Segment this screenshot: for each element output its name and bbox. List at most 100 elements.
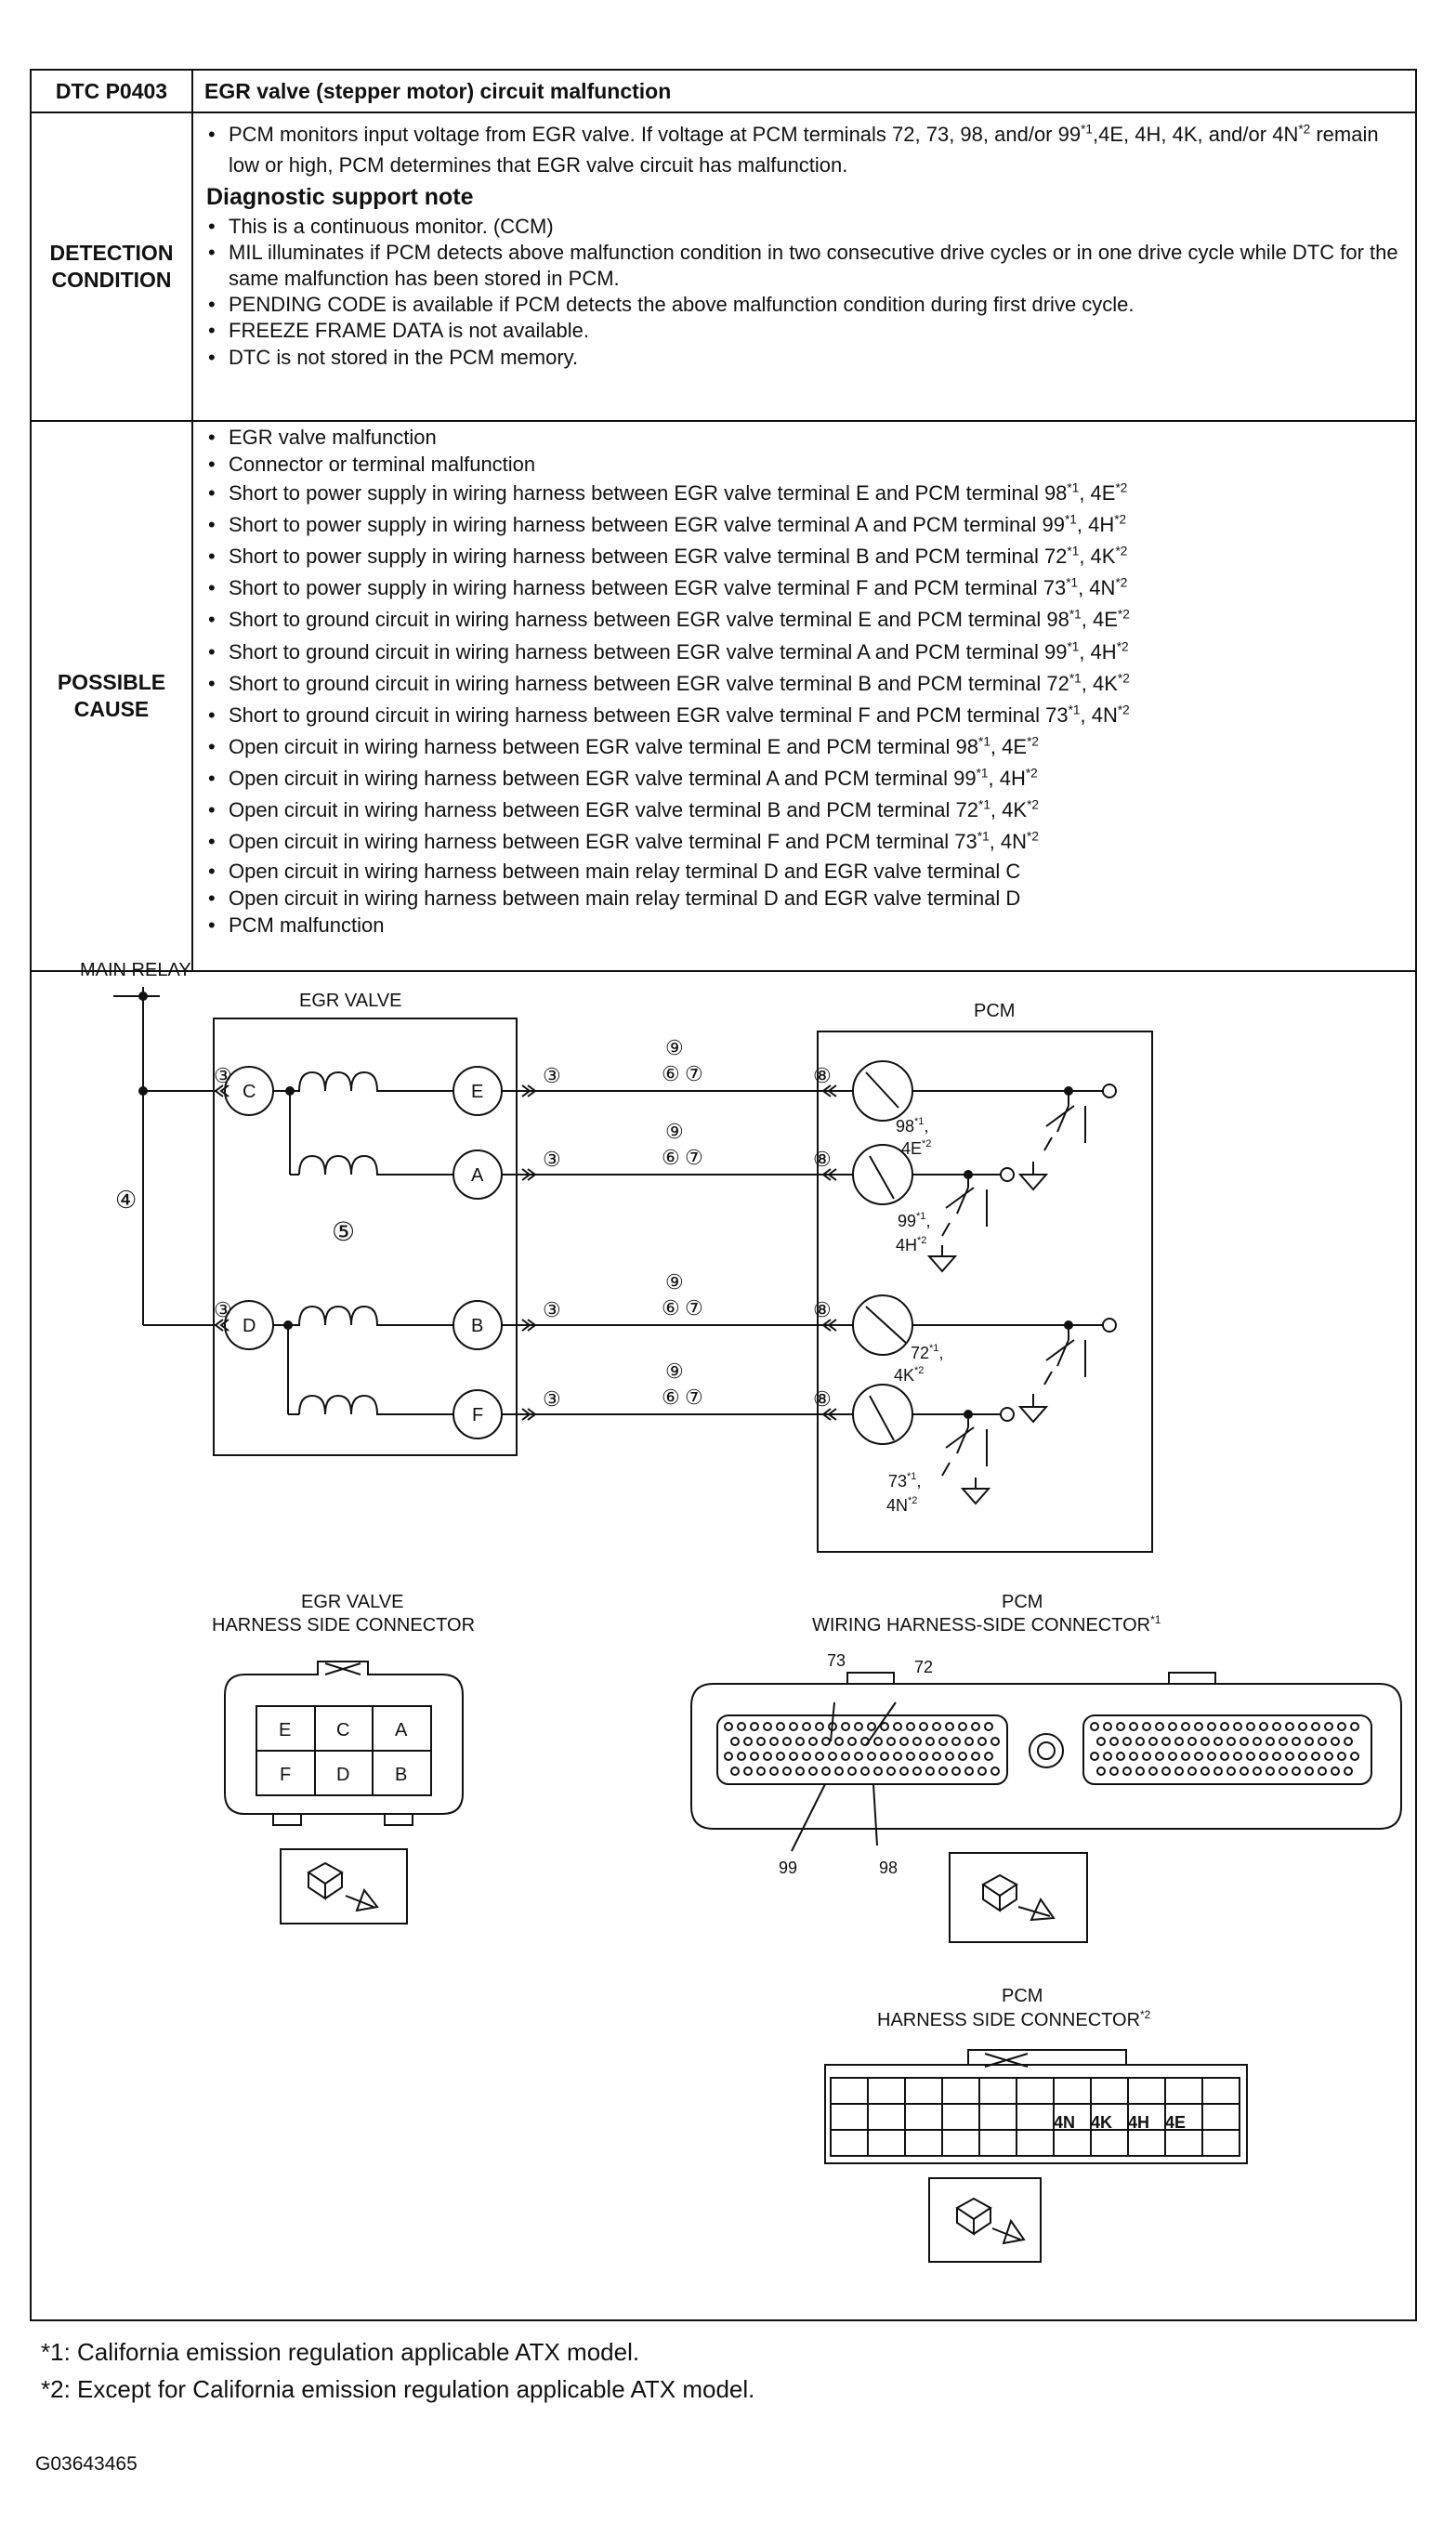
pcm2-cavity [1164, 2077, 1203, 2105]
pcm-pin-4h: 4H*2 [896, 1235, 926, 1254]
egr-pin-a: A [395, 1720, 408, 1740]
pin-cavity [1122, 1737, 1132, 1746]
conn-mark [214, 1084, 230, 1097]
pcm2-pin-4e: 4E [1165, 2113, 1186, 2132]
pin-cavity [724, 1752, 733, 1761]
pin-cavity [971, 1752, 980, 1761]
pcm2-cavity [904, 2129, 943, 2157]
pin-cavity [951, 1767, 961, 1776]
pin-cavity [1213, 1767, 1223, 1776]
pin-cavity [1116, 1752, 1125, 1761]
pcm2-cavity [978, 2129, 1017, 2157]
cause-text: , 4K [990, 798, 1028, 821]
transistor-72 [1017, 1325, 1086, 1424]
egr-view-icon-box [280, 1848, 408, 1924]
pin-cavity [737, 1722, 746, 1731]
pin-cavity [763, 1752, 772, 1761]
pin-cavity [1266, 1737, 1275, 1746]
pin-cavity [938, 1737, 948, 1746]
pin-cavity [906, 1752, 915, 1761]
pcm2-cavity [941, 2103, 980, 2131]
cause-sup: *1 [1067, 544, 1080, 558]
pin-cavity [854, 1752, 863, 1761]
pcm1-pin-98: 98 [879, 1859, 898, 1877]
pin-cavity [1155, 1722, 1164, 1731]
cause-sup: *2 [1117, 703, 1130, 717]
pcm-conn2-title2: HARNESS SIDE CONNECTOR*2 [877, 2008, 1151, 2030]
pin-cavity [1318, 1737, 1327, 1746]
pin-cavity [1272, 1752, 1281, 1761]
cause-label: POSSIBLE CAUSE [30, 420, 193, 972]
cause-text: Short to power supply in wiring harness … [229, 576, 1067, 600]
pin-cavity [821, 1767, 831, 1776]
pin-cavity [1240, 1767, 1249, 1776]
cause-sup: *1 [977, 829, 990, 844]
pcm-input-72-diag [865, 1306, 908, 1345]
pin-cavity [984, 1722, 993, 1731]
cause-text: , 4E [1081, 608, 1118, 632]
wire-callouts: ③ ③ ③ ③ ③ ③ ⑧ ⑧ ⑧ ⑧ ⑨ ⑨ ⑨ ⑨ ⑥ ⑦ ⑥ ⑦ ⑥ ⑦ … [214, 1036, 832, 1411]
cause-text: Short to ground circuit in wiring harnes… [229, 639, 1068, 663]
pin-cavity [808, 1767, 818, 1776]
pin-cavity [919, 1752, 928, 1761]
detection-intro-list: PCM monitors input voltage from EGR valv… [204, 119, 1404, 180]
coils [273, 1071, 453, 1415]
pcm2-cavity [1201, 2077, 1240, 2105]
pin-cavity [1181, 1722, 1190, 1731]
cause-sup: *2 [1027, 797, 1039, 812]
cause-sup: *1 [1067, 480, 1080, 495]
pcm1-key [1168, 1672, 1216, 1685]
support-note: DTC is not stored in the PCM memory. [208, 345, 1404, 371]
callout-3: ③ [543, 1387, 561, 1411]
pin-cavity [1305, 1737, 1314, 1746]
pin-cavity [1331, 1737, 1340, 1746]
cause-text: Short to ground circuit in wiring harnes… [229, 608, 1069, 632]
detection-content: PCM monitors input voltage from EGR valv… [191, 112, 1417, 422]
pin-cavity [737, 1752, 746, 1761]
pin-cavity [880, 1722, 889, 1731]
pin-cavity [1259, 1752, 1268, 1761]
pin-cavity [1213, 1737, 1223, 1746]
callout-7: ⑦ [685, 1296, 703, 1320]
pin-cavity [1259, 1722, 1268, 1731]
cause-item: Short to power supply in wiring harness … [208, 509, 1404, 541]
cause-sup: *1 [1066, 576, 1079, 591]
dtc-code: DTC P0403 [30, 69, 193, 113]
pin-cavity [932, 1752, 941, 1761]
cause-sup: *2 [1115, 576, 1128, 591]
pin-cavity [1207, 1722, 1216, 1731]
pin-cavity [730, 1737, 740, 1746]
cause-item: Short to ground circuit in wiring harnes… [208, 637, 1404, 668]
pin-cavity [847, 1767, 857, 1776]
pin-cavity [893, 1752, 902, 1761]
cause-item: Short to ground circuit in wiring harnes… [208, 604, 1404, 636]
pin-cavity [951, 1737, 961, 1746]
coil-d-b [273, 1305, 453, 1326]
header-row: DTC P0403 EGR valve (stepper motor) circ… [30, 69, 1417, 113]
detection-label-line1: DETECTION [49, 241, 174, 266]
pcm2-latch [984, 2053, 1029, 2068]
main-relay-label: MAIN RELAY [80, 960, 191, 980]
egr-pin-f: F [280, 1765, 291, 1785]
pin-cavity [1324, 1752, 1333, 1761]
pin-cavity [1253, 1767, 1262, 1776]
pcm2-cavity [978, 2103, 1017, 2131]
cause-item: Open circuit in wiring harness between E… [208, 795, 1404, 826]
cause-item: Open circuit in wiring harness between E… [208, 763, 1404, 795]
pcm-term-73 [1000, 1407, 1015, 1422]
cause-sup: *2 [1114, 512, 1127, 527]
pin-cavity [1344, 1767, 1353, 1776]
pin-cavity [1318, 1767, 1327, 1776]
footnote-2: *2: Except for California emission regul… [41, 2375, 755, 2403]
pin-cavity [1109, 1737, 1119, 1746]
egr-connector: E C A F D B [224, 1661, 464, 1924]
callout-4: ④ [115, 1186, 137, 1214]
pcm1-pin-73: 73 [827, 1651, 846, 1670]
pin-cavity [925, 1767, 935, 1776]
pin-cavity [964, 1737, 974, 1746]
cause-text: , 4E [990, 734, 1028, 758]
pin-cavity [1350, 1722, 1359, 1731]
pin-cavity [873, 1737, 883, 1746]
cause-sup: *1 [1068, 703, 1081, 717]
cause-text: , 4N [1078, 576, 1116, 600]
